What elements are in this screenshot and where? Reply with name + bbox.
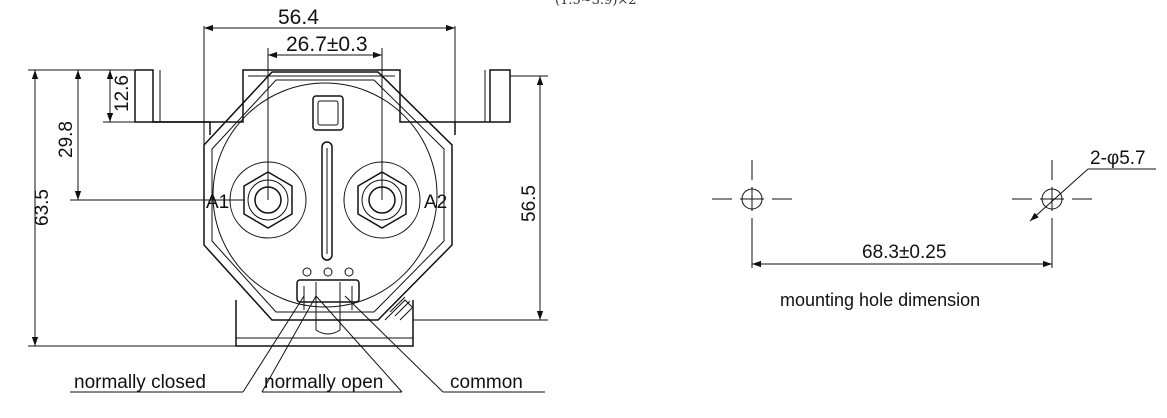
mounting-hole-caption: mounting hole dimension bbox=[780, 290, 980, 310]
header-fragment: (1.5~3.9)×2 bbox=[555, 0, 637, 8]
dim-terminal-spacing: 26.7±0.3 bbox=[286, 33, 368, 56]
label-common: common bbox=[450, 372, 523, 393]
aux-contacts bbox=[296, 267, 360, 335]
dimensions-front: 56.4 26.7±0.3 12.6 29.8 63.5 56.5 bbox=[28, 6, 548, 347]
dim-overall-width: 56.4 bbox=[278, 6, 319, 29]
relay-body-outline bbox=[203, 71, 453, 321]
label-normally-open: normally open bbox=[264, 372, 383, 393]
relay-front-view: A1 A2 bbox=[134, 69, 511, 347]
center-slot bbox=[321, 141, 333, 261]
label-normally-closed: normally closed bbox=[74, 372, 206, 393]
dim-hole-spacing: 68.3±0.25 bbox=[862, 242, 946, 263]
mounting-hole-right bbox=[1012, 160, 1092, 268]
lower-housing bbox=[235, 300, 414, 347]
mounting-hole-view: 2-φ5.7 68.3±0.25 mounting hole dimension bbox=[712, 148, 1156, 310]
dim-overall-height: 63.5 bbox=[32, 189, 53, 226]
terminal-label-a1: A1 bbox=[206, 192, 229, 213]
inner-circle bbox=[212, 82, 438, 308]
dim-tab-height: 12.6 bbox=[112, 75, 133, 112]
contact-leaders: normally closed normally open common bbox=[70, 295, 545, 393]
terminal-label-a2: A2 bbox=[424, 192, 447, 213]
dim-hole-diameter: 2-φ5.7 bbox=[1090, 148, 1146, 169]
dim-terminal-height: 29.8 bbox=[56, 121, 77, 158]
mounting-hole-left bbox=[712, 160, 792, 268]
dim-body-height: 56.5 bbox=[519, 185, 540, 222]
indicator-window bbox=[312, 95, 344, 131]
